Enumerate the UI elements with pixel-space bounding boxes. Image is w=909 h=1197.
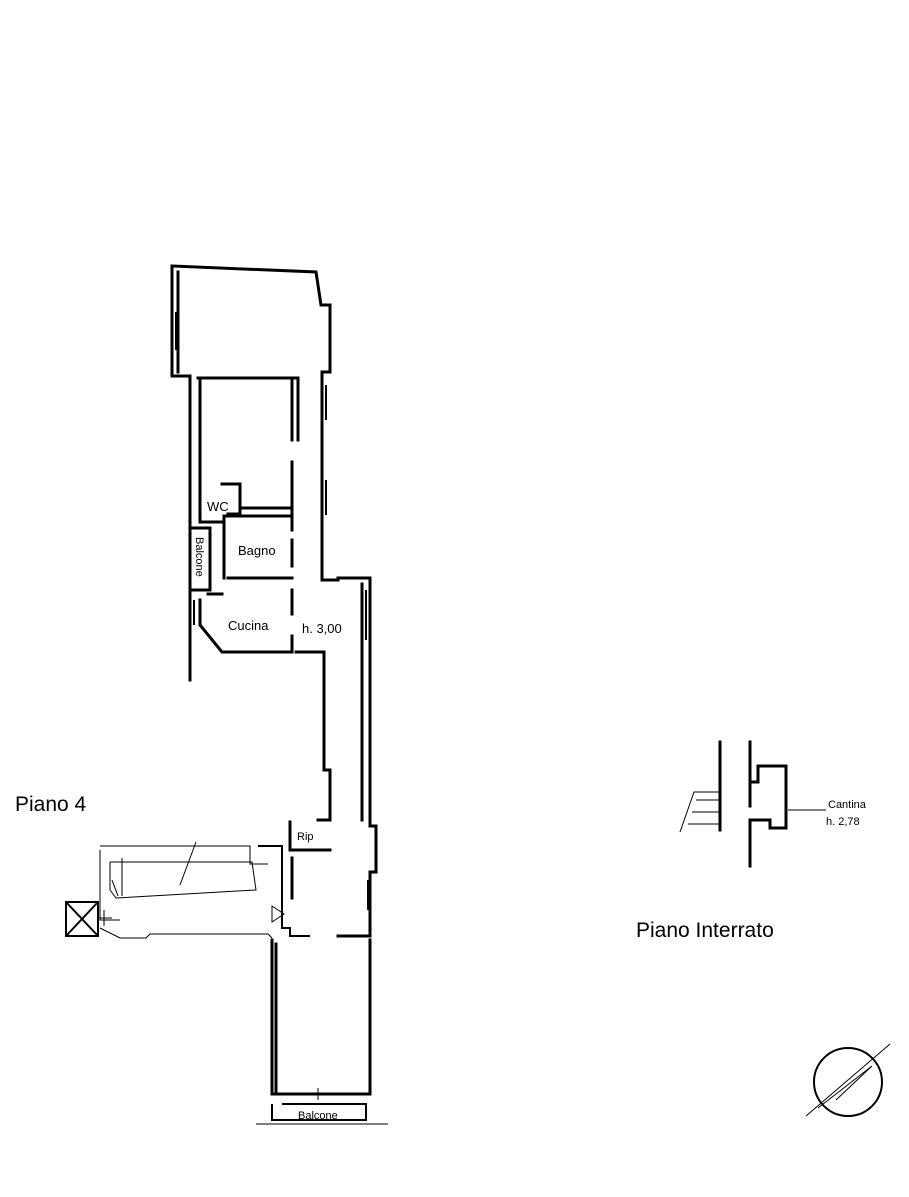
rip-stair-walls <box>65 820 332 939</box>
corridor-walls <box>336 576 378 938</box>
floor-label-piano-4: Piano 4 <box>15 793 87 816</box>
bottom-room-walls <box>256 938 388 1125</box>
room-label-balcone-side: Balcone <box>193 537 205 577</box>
service-rooms-walls <box>190 460 332 822</box>
room-label-rip: Rip <box>297 831 314 843</box>
cantina-walls <box>679 740 826 868</box>
room-label-wc: WC <box>207 499 229 514</box>
cantina-label: Cantina <box>828 799 867 811</box>
room-label-bagno: Bagno <box>238 543 276 558</box>
cantina-height-label: h. 2,78 <box>826 816 860 828</box>
top-room-walls <box>170 264 340 682</box>
room-label-balcone-bottom: Balcone <box>298 1110 338 1122</box>
ceiling-height-label: h. 3,00 <box>302 621 342 636</box>
north-arrow-icon <box>805 1043 891 1117</box>
floor-label-piano-interrato: Piano Interrato <box>636 919 774 942</box>
room-label-cucina: Cucina <box>228 618 269 633</box>
